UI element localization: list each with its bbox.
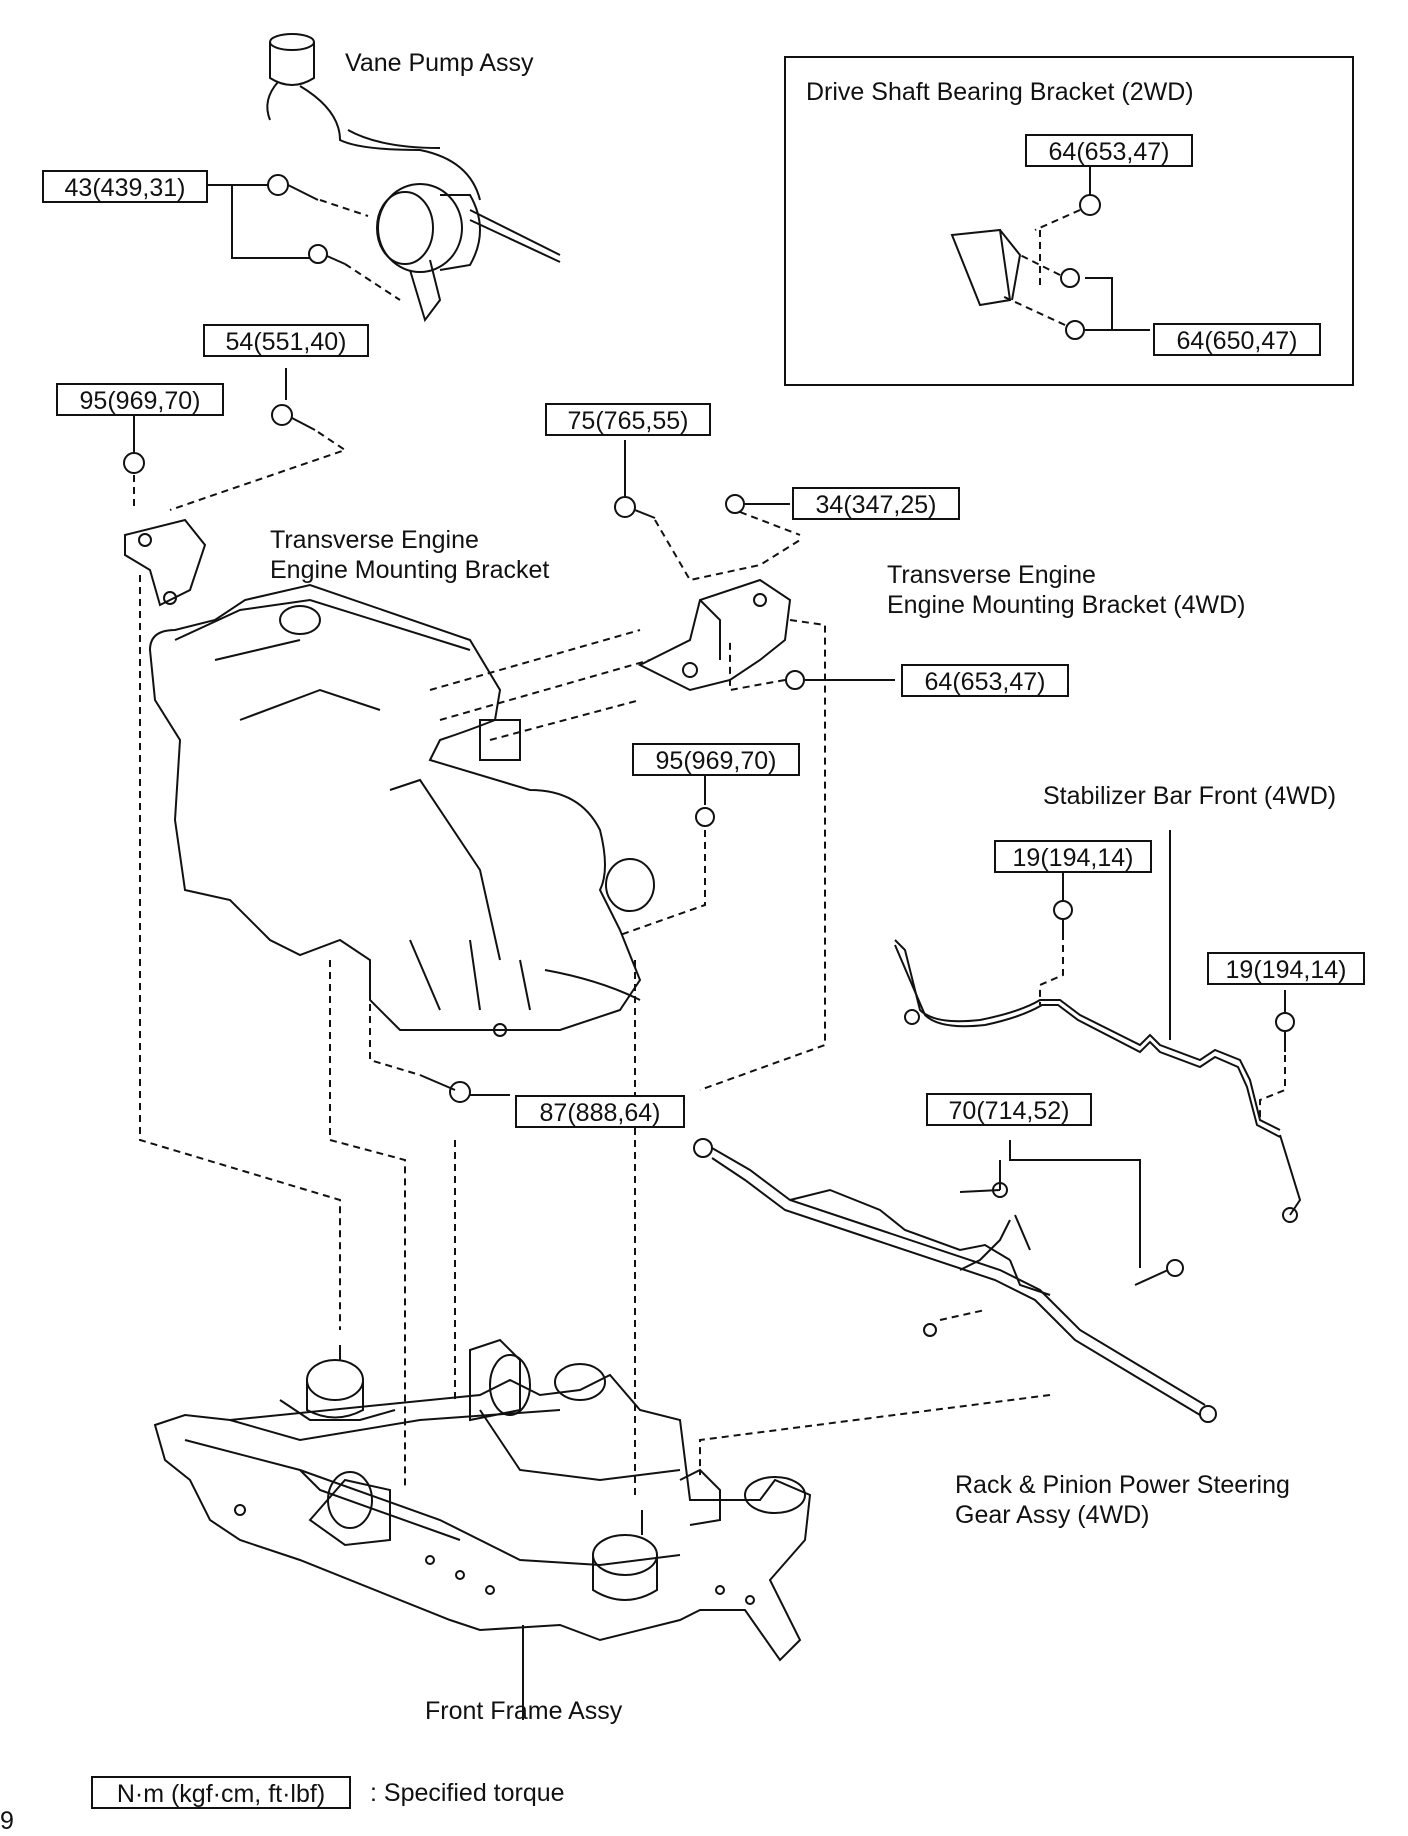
engine-block-drawing xyxy=(148,583,655,1037)
drive-shaft-inset-frame xyxy=(784,56,1354,386)
torque-19-right: 19(194,14) xyxy=(1207,952,1365,985)
label-rack-pinion: Rack & Pinion Power Steering Gear Assy (… xyxy=(955,1470,1290,1530)
drive-shaft-bracket-drawing xyxy=(950,165,1150,340)
torque-54: 54(551,40) xyxy=(203,324,369,357)
label-transverse-4wd-line1: Transverse Engine xyxy=(887,561,1096,589)
torque-19-left: 19(194,14) xyxy=(994,840,1152,873)
4wd-mounting-bracket-drawing xyxy=(614,440,895,692)
torque-64-inset-top: 64(653,47) xyxy=(1025,134,1193,167)
label-stabilizer-bar: Stabilizer Bar Front (4WD) xyxy=(1043,782,1337,810)
front-frame-drawing xyxy=(153,1338,812,1720)
torque-95-right: 95(969,70) xyxy=(632,743,800,776)
label-vane-pump: Vane Pump Assy xyxy=(345,49,534,77)
stabilizer-bar-drawing xyxy=(894,830,1302,1223)
label-rack-line1: Rack & Pinion Power Steering xyxy=(955,1471,1290,1499)
legend-description: : Specified torque xyxy=(370,1779,565,1807)
label-transverse-bracket-4wd: Transverse Engine Engine Mounting Bracke… xyxy=(887,560,1245,620)
label-front-frame: Front Frame Assy xyxy=(425,1697,623,1725)
label-transverse-bracket-line2: Engine Mounting Bracket xyxy=(270,556,550,584)
page-number: 9 xyxy=(0,1807,14,1835)
left-mounting-bracket-drawing xyxy=(124,518,207,607)
torque-64-4wd: 64(653,47) xyxy=(901,664,1069,697)
label-rack-line2: Gear Assy (4WD) xyxy=(955,1501,1150,1529)
legend-unit-box: N·m (kgf·cm, ft·lbf) xyxy=(91,1776,351,1809)
steering-rack-drawing xyxy=(693,1138,1217,1423)
torque-43: 43(439,31) xyxy=(42,170,208,203)
label-transverse-bracket: Transverse Engine Engine Mounting Bracke… xyxy=(270,525,549,585)
torque-64-inset-bottom: 64(650,47) xyxy=(1153,323,1321,356)
torque-70: 70(714,52) xyxy=(926,1093,1092,1126)
bolts-43-drawing xyxy=(208,174,346,265)
label-transverse-4wd-line2: Engine Mounting Bracket (4WD) xyxy=(887,591,1246,619)
torque-95-left: 95(969,70) xyxy=(56,383,224,416)
label-drive-shaft-bracket: Drive Shaft Bearing Bracket (2WD) xyxy=(806,78,1194,106)
torque-34: 34(347,25) xyxy=(792,487,960,520)
vane-pump-drawing xyxy=(266,33,561,323)
label-transverse-bracket-line1: Transverse Engine xyxy=(270,526,479,554)
torque-87: 87(888,64) xyxy=(515,1095,685,1128)
torque-75: 75(765,55) xyxy=(545,403,711,436)
